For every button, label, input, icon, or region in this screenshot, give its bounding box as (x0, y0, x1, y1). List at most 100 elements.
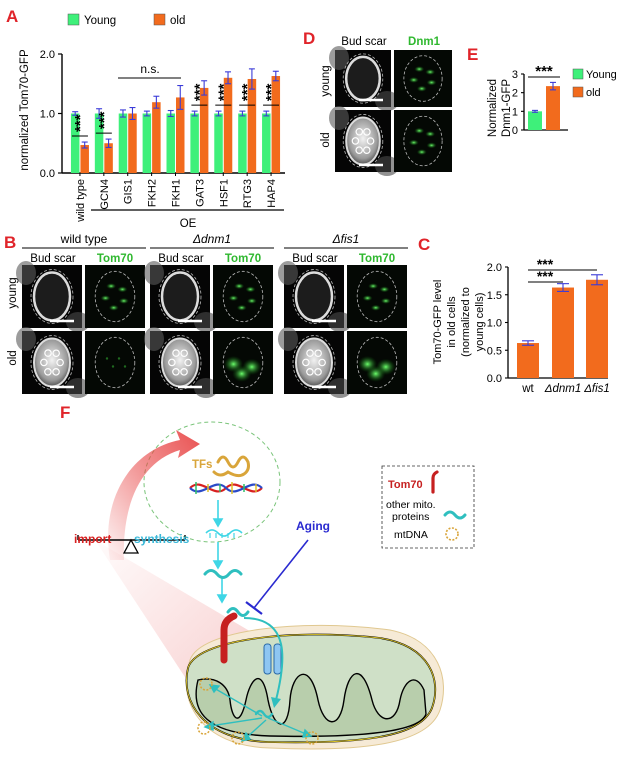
panel-b-tom70-old-bg (213, 331, 273, 394)
panel-a-sig-label: *** (72, 114, 89, 132)
panel-b-budscar-old-scar (56, 358, 64, 367)
panel-c-ytick-label: 0.5 (487, 345, 502, 357)
panel-c-ytick-label: 1.5 (487, 290, 502, 302)
panel-b-budscar-old-scar (318, 358, 326, 367)
panel-b-budscar-young-outline (30, 269, 74, 324)
panel-d-micrographs (329, 46, 452, 176)
panel-b-budscar-old-scar (40, 358, 48, 367)
panel-a-bar-young (262, 113, 271, 173)
panel-e-bar-old (546, 86, 560, 130)
panel-d-budscar-old-neighbor (375, 156, 399, 176)
panel-a-bar-young (166, 113, 175, 173)
panel-a-bar-young (94, 113, 104, 173)
aging-inhibition-bar (245, 601, 263, 615)
import-path-arrow (243, 617, 284, 701)
panel-d-budscar-old-scar (363, 128, 371, 136)
panel-b-letter: B (4, 233, 16, 252)
panel-d-dnm1-old-signal (408, 139, 419, 146)
panel-a-xtick-label: GIS1 (123, 179, 135, 204)
panel-e-legend-old: old (586, 87, 601, 99)
panel-b-tom70-young-signal (108, 304, 119, 311)
panel-a-ns-label: n.s. (140, 62, 159, 76)
legend-other-proteins-icon (443, 510, 467, 520)
panel-b-tom70-old-bg (85, 331, 145, 394)
panel-d-dnm1-young-signal (408, 76, 419, 83)
panel-c-ylabel-line: young cells) (474, 293, 486, 352)
panel-d-budscar-young-cell (344, 55, 382, 102)
panel-b-tom70-young-signal (245, 286, 256, 293)
panel-b-budscar-old-outline (292, 335, 336, 390)
expression-arrows (212, 500, 228, 604)
tf-protein-glyph (212, 455, 250, 478)
legend-tom70-icon (431, 470, 439, 494)
panel-a-legend-old: old (170, 15, 185, 27)
panel-a-bar-old (176, 97, 185, 173)
panel-a-bar-young (214, 113, 223, 173)
aging-label: Aging (296, 519, 330, 533)
imported-protein-glyph (254, 709, 274, 719)
panel-b-budscar-old-scar (180, 368, 188, 376)
panel-b-tom70-young-signal (370, 304, 381, 311)
panel-b-tom70-young-outline (94, 270, 136, 323)
panel-b-budscar-old-scar (184, 358, 192, 367)
panel-b-budscar-old-scar (180, 349, 188, 358)
panel-e-ylabel-1: Normalized (487, 79, 499, 137)
panel-d-budscar-young-neighbor (375, 91, 399, 111)
panel-c-xtick-label: wt (521, 383, 534, 395)
balance-scale-icon (77, 535, 186, 554)
panel-d-budscar-old-outline (342, 114, 384, 168)
panel-e-ytick-label: 0 (512, 125, 518, 137)
synthesis-label: synthesis (134, 532, 190, 546)
mitochondrion (185, 624, 444, 750)
panel-d-dnm1-old-outline (403, 115, 443, 167)
panel-e-legend-young-swatch (572, 68, 584, 80)
panel-b-tom70-old-signal (117, 357, 121, 360)
panel-b-budscar-old-cell (161, 337, 199, 388)
panel-c-bar (586, 279, 608, 378)
panel-b-col-budscar: Bud scar (158, 253, 204, 265)
panel-d-dnm1-young-signal (414, 66, 425, 73)
import-arc-arrow (108, 430, 200, 560)
legend-mtdna-icon (445, 527, 459, 541)
panel-d-budscar-old-scar (351, 137, 360, 145)
panel-d-budscar-old-scar (362, 146, 371, 154)
import-channel-icon (263, 643, 282, 675)
panel-b-group-title: Δfis1 (332, 232, 360, 246)
panel-b-tom70-young-signal (236, 304, 247, 311)
panel-a-bar-young (238, 113, 247, 173)
panel-d-dnm1-young-signal (426, 79, 437, 86)
panel-a-bar-old (247, 78, 257, 173)
panel-b-budscar-old-neighbor (328, 378, 352, 398)
incoming-protein-glyph (226, 607, 250, 617)
panel-b-row-old: old (7, 350, 19, 365)
panel-a-xtick-label: GCN4 (99, 179, 111, 210)
panel-a-ytick-label: 2.0 (40, 49, 55, 61)
panel-b-budscar-old-scar (52, 368, 60, 376)
panel-b-col-budscar: Bud scar (292, 253, 338, 265)
panel-a-bar-old (80, 145, 89, 173)
panel-b-tom70-young-bg (347, 265, 407, 328)
panel-c-ylabel-line: in old cells (446, 296, 458, 348)
panel-c-ytick-label: 1.0 (487, 318, 502, 330)
import-label: import (74, 532, 111, 546)
panel-a-bar-young (70, 113, 80, 173)
nucleus-outline (143, 421, 281, 543)
panel-b-budscar-young-neighbor (16, 261, 36, 285)
panel-c-sig-label: *** (537, 268, 554, 284)
panel-c-sig-label: *** (537, 256, 554, 272)
panel-b-budscar-old-scar (314, 368, 322, 376)
panel-b-budscar-young-neighbor (144, 261, 164, 285)
panel-d-dnm1-young-outline (403, 55, 443, 102)
panel-b-budscar-young-neighbor (194, 312, 218, 332)
panel-b-col-tom70: Tom70 (97, 253, 133, 265)
panel-a-sig-label: *** (96, 111, 113, 129)
panel-b-tom70-young-signal (117, 286, 128, 293)
panel-a-letter: A (6, 7, 18, 26)
panel-b-budscar-young-neighbor (328, 312, 352, 332)
panel-e-legend-old-swatch (572, 86, 584, 98)
panel-a-sig-label: *** (215, 83, 232, 101)
panel-b-tom70-old-bg (347, 331, 407, 394)
panel-d-row-young: young (320, 65, 332, 96)
panel-a-sig-label: *** (263, 83, 280, 101)
